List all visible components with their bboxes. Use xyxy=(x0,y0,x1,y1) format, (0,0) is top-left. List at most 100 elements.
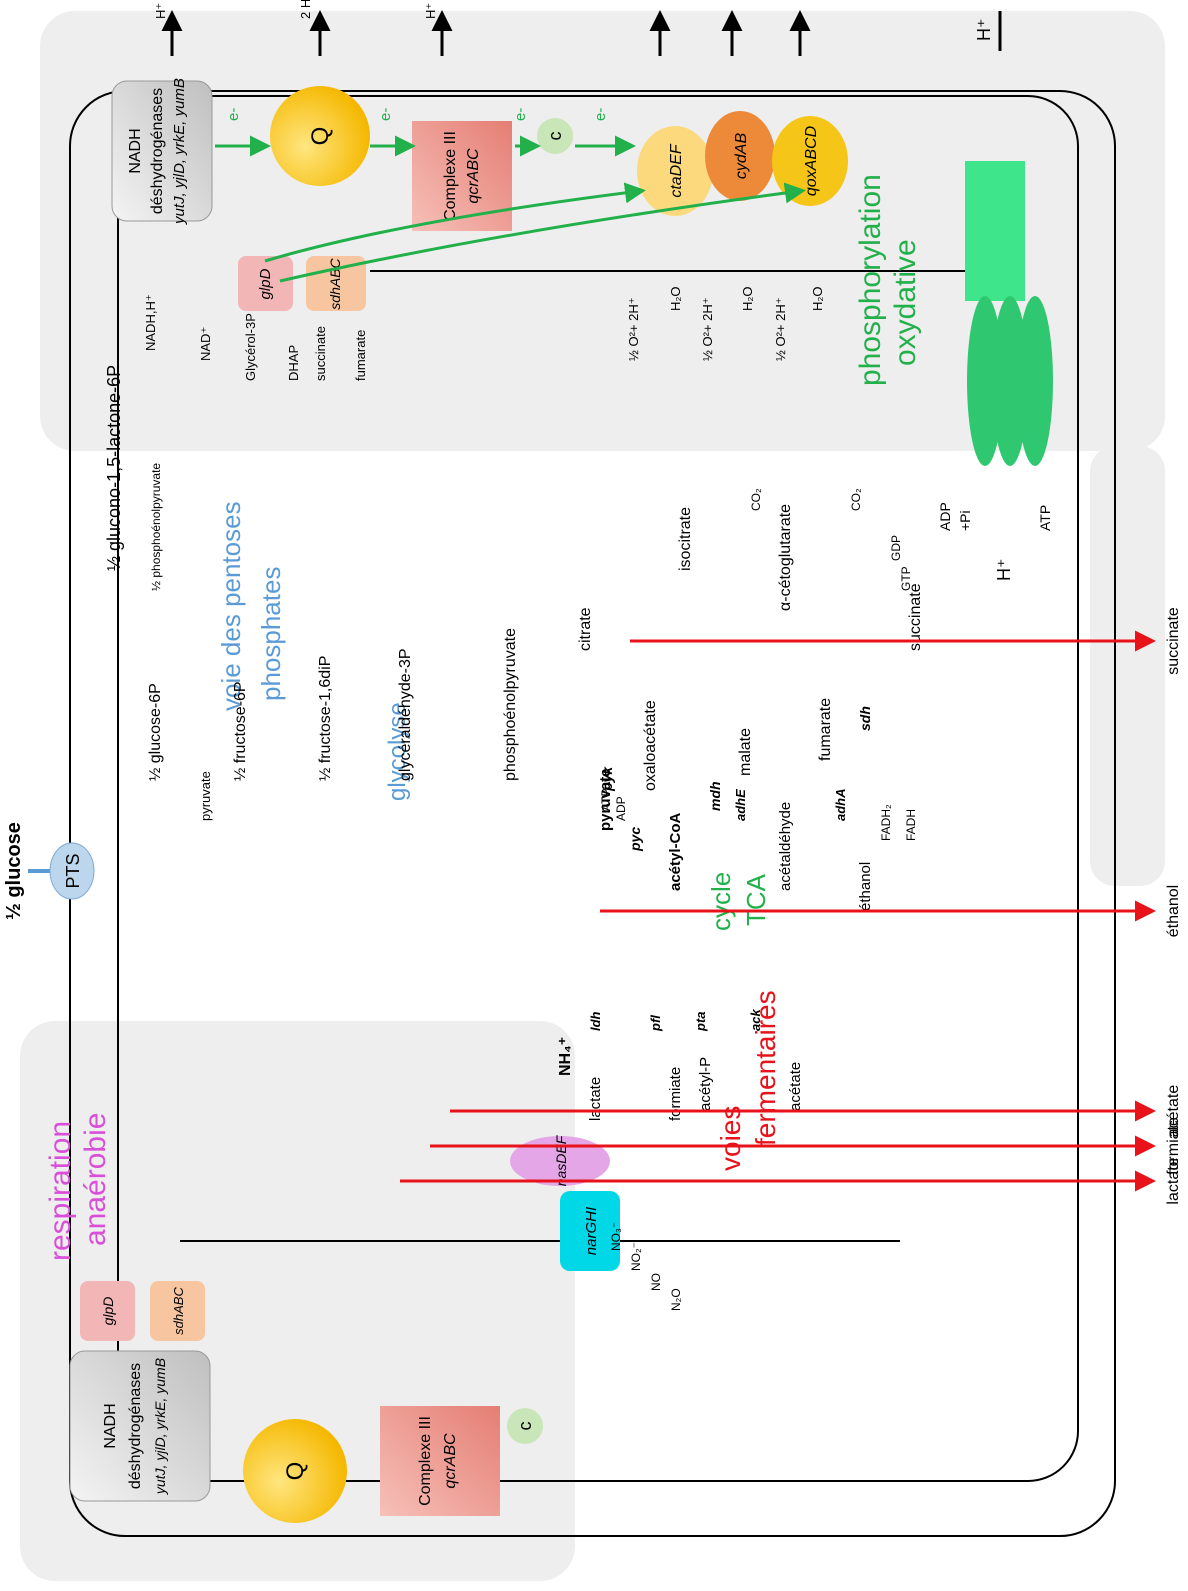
pyruvate-label: pyruvate xyxy=(597,768,614,831)
nadh-genes-top: yutJ, yjlD, yrkE, yumB xyxy=(171,78,188,225)
e-label-4: e- xyxy=(592,108,609,121)
malate-label: malate xyxy=(737,728,754,776)
akg-label: α-cétoglutarate xyxy=(777,504,794,611)
atp-synthase-head-2 xyxy=(992,296,1028,466)
acetate-label: acétate xyxy=(787,1062,804,1111)
nadh-dehydrogenase-top xyxy=(111,80,213,222)
acetylcoa-label: acétyl-CoA xyxy=(667,812,684,891)
export-label-ethanol: éthanol xyxy=(1165,885,1182,938)
outer-membrane xyxy=(69,90,1116,1537)
complex3-line2-top: qcrABC xyxy=(465,148,482,204)
nadh-h-top: NADH,H⁺ xyxy=(143,294,158,351)
succinate-top: succinate xyxy=(313,326,328,381)
o2-label-1: ½ O²+ 2H⁺ xyxy=(626,297,641,361)
export-label-succinate: succinate xyxy=(1165,607,1182,675)
atp-pi: +Pi xyxy=(957,510,973,531)
quinone-pool-bottom xyxy=(243,1419,347,1523)
sdh-top xyxy=(306,256,366,311)
anaerobic-title-1: respiration xyxy=(44,1121,77,1261)
q-label-bottom: Q xyxy=(282,1462,309,1481)
e-flow-qox xyxy=(279,182,806,283)
oxidase-ctadef xyxy=(637,126,713,216)
cytochrome-c-top xyxy=(537,118,573,154)
o2-label-3: ½ O²+ 2H⁺ xyxy=(773,297,788,361)
anaerobic-title-2: anaérobie xyxy=(79,1113,112,1246)
complex3-line2-bottom: qcrABC xyxy=(442,1433,459,1489)
formiate-label: formiate xyxy=(667,1067,684,1121)
pyk-label: pyk xyxy=(599,766,615,792)
ferm-title-1: voies xyxy=(715,1106,746,1171)
glpd-top xyxy=(238,256,293,311)
e-label-1: e- xyxy=(225,108,242,121)
h-label-2: 2 H⁺ xyxy=(298,0,313,19)
complex3-line1-top: Complexe III xyxy=(442,131,459,221)
pta-label: pta xyxy=(693,1012,708,1033)
f16dp-label: ½ fructose-1,6diP xyxy=(317,656,334,781)
sdh-top-label: sdhABC xyxy=(327,257,343,309)
mdh-label: mdh xyxy=(707,781,723,811)
pyc-adp: ADP xyxy=(614,796,628,821)
nad-top: NAD⁺ xyxy=(198,327,213,361)
nh4-label: NH₄⁺ xyxy=(557,1037,574,1076)
nadh-line2-bottom: déshydrogénases xyxy=(127,1363,144,1489)
complex-iii-bottom xyxy=(380,1406,500,1516)
h2o-label-3: H₂O xyxy=(810,286,825,311)
complex3-line1-bottom: Complexe III xyxy=(417,1416,434,1506)
oxphos-title-2: oxydative xyxy=(889,239,922,366)
ppp-title-2: phosphates xyxy=(256,567,286,701)
atp-synthase-head-1 xyxy=(967,296,1003,466)
oxphos-title-1: phosphorylation xyxy=(854,174,887,386)
e-flow-ctadef xyxy=(264,182,646,263)
no-label: NO xyxy=(649,1273,663,1291)
lactate-label: lactate xyxy=(587,1077,604,1121)
h2o-label-1: H₂O xyxy=(668,286,683,311)
ppp-title-1: voie des pentoses xyxy=(216,501,246,711)
glycerol3p-top: Glycérol-3P xyxy=(243,313,258,381)
h-label-1: H⁺ xyxy=(153,3,168,19)
g6p-label: ½ glucose-6P xyxy=(147,683,164,781)
atp-h-bottom: H⁺ xyxy=(994,559,1014,582)
oxidase-qoxabcd-label: qoxABCD xyxy=(803,125,820,196)
tca-title-1: cycle xyxy=(706,872,736,931)
nadh-title-top: NADH xyxy=(127,128,144,173)
sdh-bottom-label: sdhABC xyxy=(171,1287,186,1335)
nadh-dehydrogenase-bottom xyxy=(69,1350,211,1502)
quinone-pool-top xyxy=(270,86,370,186)
pts-transporter xyxy=(49,842,95,900)
oxidase-cydab-label: cydAB xyxy=(733,133,750,180)
pts-label: PTS xyxy=(63,853,83,888)
pep-label: phosphoénolpyruvate xyxy=(502,628,519,781)
co2-label-2: CO₂ xyxy=(849,488,863,511)
c-label-bottom: c xyxy=(515,1422,535,1431)
export-label-lactate: lactate xyxy=(1165,1157,1182,1204)
tca-succinate-label: succinate xyxy=(907,583,924,651)
fadh-label: FADH xyxy=(904,809,918,841)
glpd-bottom xyxy=(80,1281,135,1341)
ldh-label: ldh xyxy=(588,1011,603,1031)
co2-label-1: CO₂ xyxy=(749,488,763,511)
dhap-top: DHAP xyxy=(286,345,301,381)
atp-atp: ATP xyxy=(1037,505,1053,531)
e-label-2: e- xyxy=(377,108,394,121)
oxaloacetate-label: oxaloacétate xyxy=(642,700,659,791)
glucose-label: ½ glucose xyxy=(3,822,25,920)
pfl-label: pfl xyxy=(648,1015,663,1032)
ferm-title-2: fermentaires xyxy=(750,990,781,1146)
oxidase-cydab xyxy=(705,111,775,201)
nas-label: nasDEF xyxy=(553,1134,569,1186)
tca-fumarate-label: fumarate xyxy=(817,698,834,761)
nar-label: narGHI xyxy=(583,1207,600,1255)
oxidase-ctadef-label: ctaDEF xyxy=(668,143,685,198)
citrate-label: citrate xyxy=(577,607,594,651)
inner-membrane xyxy=(117,95,1079,1482)
atp-synthase-stalk xyxy=(965,161,1025,301)
acetylp-label: acétyl-P xyxy=(697,1057,714,1111)
glycolysis-title: glycolyse xyxy=(384,702,411,801)
glpd-bottom-label: glpD xyxy=(100,1297,116,1326)
sdh-bottom xyxy=(150,1281,205,1341)
nitrate-reductase xyxy=(560,1191,620,1271)
ppp-lactone: ½ glucono-1,5-lactone-6P xyxy=(104,365,124,571)
nadh-line2-top: déshydrogénases xyxy=(149,88,166,214)
